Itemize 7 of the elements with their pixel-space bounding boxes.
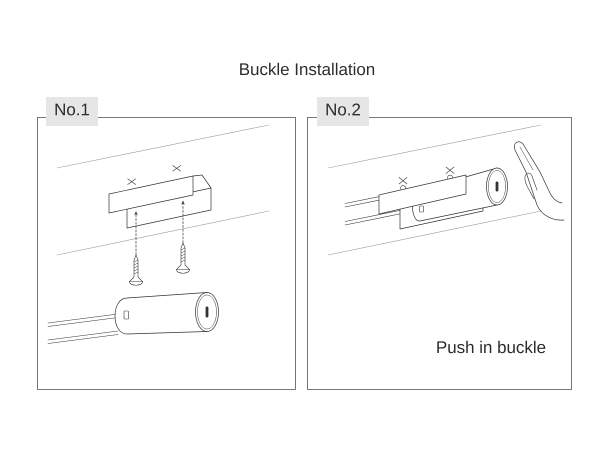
screw-drawing bbox=[176, 242, 190, 274]
bracket-drawing bbox=[108, 174, 212, 228]
tab-label: No.1 bbox=[46, 97, 98, 126]
instruction-text: Push in buckle bbox=[437, 340, 546, 354]
screw-drawing bbox=[129, 254, 143, 286]
title: Buckle Installation bbox=[240, 62, 374, 76]
tab-label: No.2 bbox=[317, 97, 369, 126]
